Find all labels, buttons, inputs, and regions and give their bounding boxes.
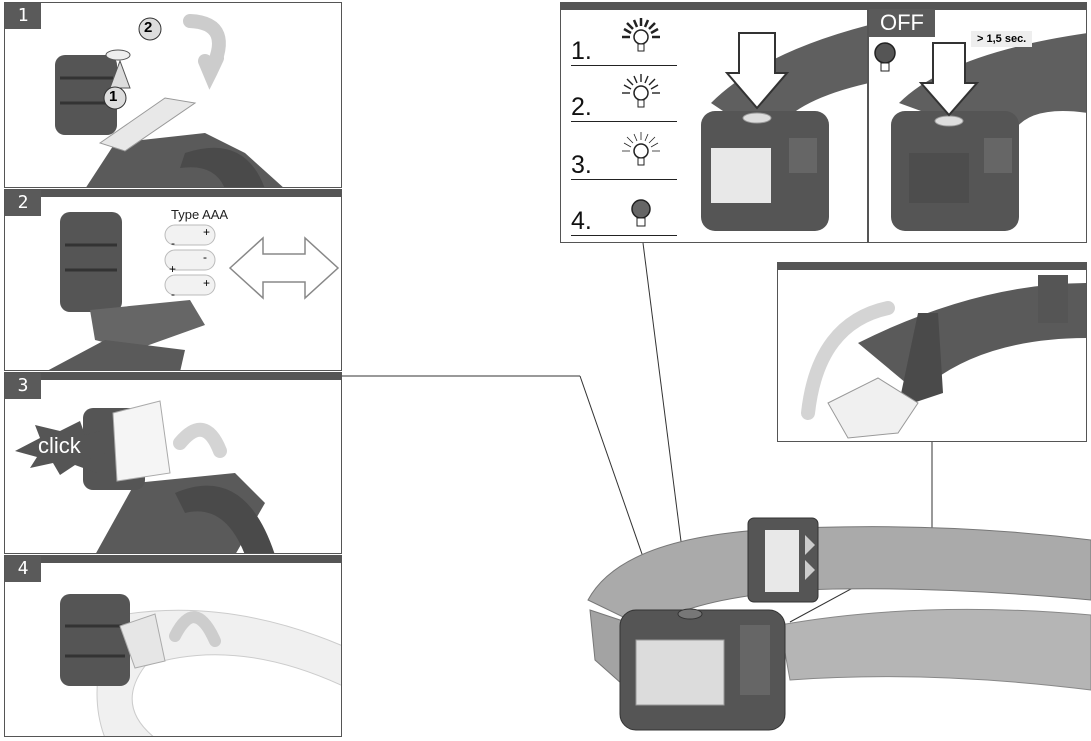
off-title: OFF	[869, 9, 935, 37]
battery-type-label: Type AAA	[171, 207, 229, 222]
panel-bar	[5, 556, 341, 563]
callout-2: 2	[144, 19, 153, 36]
panel-bar	[5, 373, 341, 380]
connector-line	[579, 375, 659, 601]
mode-label-3: 3.	[571, 151, 592, 179]
step-number: 1	[5, 3, 41, 29]
double-arrow-icon	[228, 236, 340, 300]
divider	[571, 235, 677, 236]
step-1-illustration	[55, 14, 283, 187]
off-panel: OFF > 1,5 sec.	[868, 2, 1087, 243]
panel-bar	[778, 263, 1086, 270]
callout-1: 1	[109, 88, 118, 105]
rotate-arrow-icon	[801, 301, 895, 420]
mode-label-1: 1.	[571, 37, 592, 65]
polarity-2: -	[171, 236, 175, 250]
tilt-illustration	[801, 275, 1086, 439]
tilt-panel	[777, 262, 1087, 442]
step-4-panel: 4	[4, 555, 342, 737]
bulb-low-icon	[622, 132, 660, 166]
bulb-off-icon	[874, 42, 896, 72]
bulb-icons	[622, 18, 660, 227]
step-number: 3	[5, 373, 41, 399]
connector-line	[642, 242, 691, 613]
polarity-6: -	[171, 287, 175, 301]
step-2-panel: 2 Type AAA + - + - + -	[4, 189, 342, 371]
step-4-illustration	[60, 594, 341, 736]
divider	[571, 179, 677, 180]
hold-duration-label: > 1,5 sec.	[971, 31, 1033, 47]
polarity-3: +	[169, 262, 177, 276]
bulb-off-icon	[631, 199, 651, 227]
bulb-medium-icon	[622, 74, 660, 108]
step-number: 2	[5, 190, 41, 216]
mode-button-illustration	[701, 25, 867, 231]
divider	[571, 65, 677, 66]
off-illustration	[874, 33, 1086, 231]
click-label: click	[38, 433, 81, 458]
press-hold-arrow-icon	[918, 42, 980, 117]
step-3-panel: 3 click	[4, 372, 342, 554]
step-3-illustration	[15, 400, 275, 553]
polarity-1: +	[203, 225, 211, 239]
click-burst-icon	[15, 421, 105, 475]
modes-panel: 1. 2. 3. 4.	[560, 2, 868, 243]
polarity-4: -	[203, 250, 207, 264]
divider	[571, 121, 677, 122]
panel-bar	[5, 190, 341, 197]
mode-label-2: 2.	[571, 93, 592, 121]
bulb-high-icon	[622, 18, 660, 52]
connector-line	[789, 544, 933, 623]
step-2-illustration	[48, 212, 340, 370]
panel-bar	[869, 3, 1086, 10]
panel-bar	[561, 3, 867, 10]
step-number: 4	[5, 556, 41, 582]
press-arrow-icon	[724, 32, 790, 110]
battery-icon	[164, 224, 216, 296]
mode-label-4: 4.	[571, 207, 592, 235]
polarity-5: +	[203, 276, 211, 290]
step-1-panel: 1 2 1	[4, 2, 342, 188]
